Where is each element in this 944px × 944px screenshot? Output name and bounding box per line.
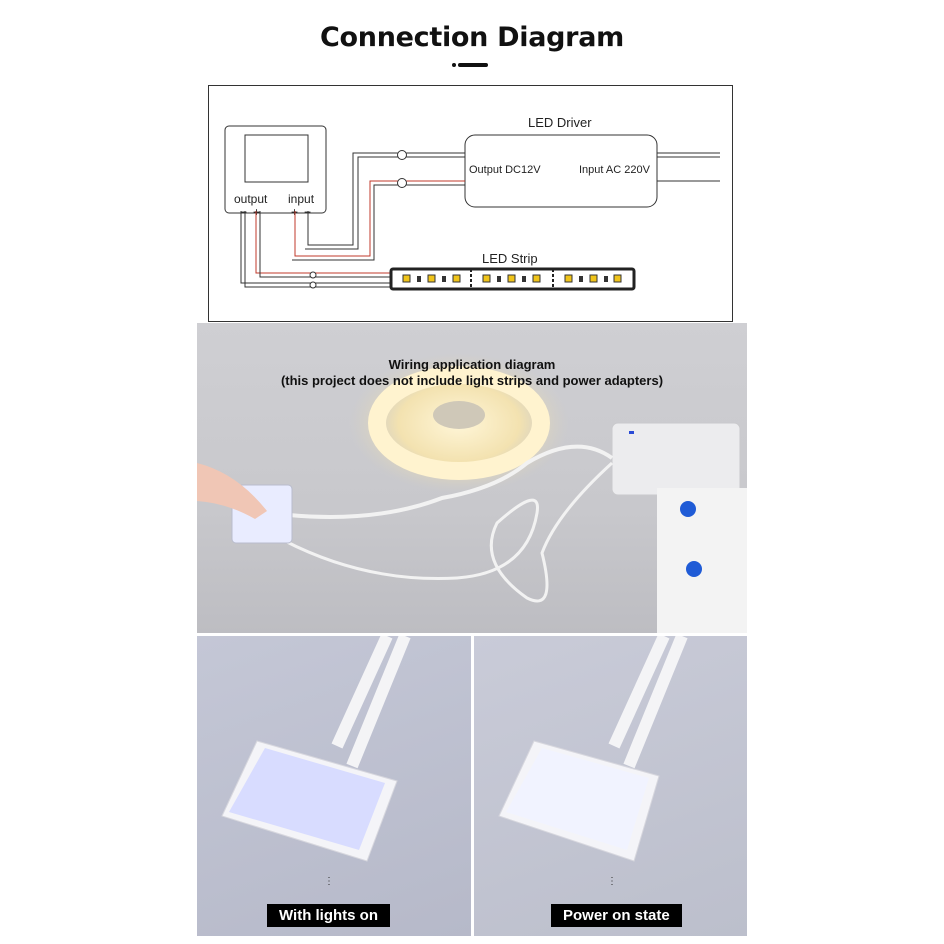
- socket-switch: [686, 561, 702, 577]
- cable: [608, 636, 670, 749]
- finger: [197, 463, 267, 519]
- socket-switch: [680, 501, 696, 517]
- led-strip: [389, 267, 636, 291]
- dc-negative-wire: [307, 152, 465, 246]
- cable: [331, 636, 393, 749]
- output-minus-label: −: [240, 205, 247, 219]
- touch-switch-panel-lit: [229, 748, 385, 850]
- touch-switch-panel: [506, 748, 649, 850]
- wall-socket: [657, 488, 747, 633]
- title-underline-bar: [458, 63, 488, 67]
- lights-on-label: With lights on: [267, 904, 391, 927]
- wiring-application-photo: Wiring application diagram (this project…: [197, 323, 747, 633]
- application-caption-line1: Wiring application diagram: [388, 357, 556, 372]
- power-on-illustration: ⋮: [498, 636, 688, 887]
- output-negative-wire: [240, 211, 393, 284]
- wire-connector: [309, 271, 317, 279]
- wire-connector: [397, 178, 407, 188]
- output-negative-wire: [244, 211, 393, 288]
- title-underline-dot: [452, 63, 456, 67]
- application-caption-line2: (this project does not include light str…: [280, 373, 664, 388]
- cable: [346, 636, 411, 769]
- strip-cable: [288, 444, 614, 519]
- lights-on-photo: ⋮ With lights on: [197, 636, 471, 936]
- dc-negative-wire: [305, 156, 465, 250]
- led-driver-box: [464, 134, 658, 208]
- led-strip-coil: [368, 366, 550, 480]
- power-on-label: Power on state: [551, 904, 682, 927]
- title-underline: [452, 63, 488, 67]
- coil-center: [433, 401, 485, 429]
- application-illustration: [197, 353, 747, 633]
- driver-output-label: Output DC12V: [469, 164, 541, 176]
- wire-connector: [397, 150, 407, 160]
- page-title: Connection Diagram: [320, 22, 624, 53]
- wire-connector: [309, 281, 317, 289]
- output-positive-wire: [255, 211, 393, 274]
- adapter-indicator-light: [629, 431, 634, 434]
- arrow-indicator: ⋮: [324, 876, 334, 887]
- switch-output-label: output: [234, 192, 268, 206]
- adapter-cable: [284, 461, 614, 603]
- power-on-photo: ⋮ Power on state: [474, 636, 747, 936]
- output-plus-label: +: [253, 205, 260, 219]
- output-positive-wire: [259, 211, 393, 278]
- led-strip-label: LED Strip: [482, 251, 538, 266]
- touch-switch-panel: [244, 134, 309, 183]
- cable: [623, 636, 688, 769]
- lights-on-illustration: ⋮: [221, 636, 411, 887]
- connection-diagram: output input − + + − LED Driver Output D…: [224, 115, 720, 291]
- arrow-indicator: ⋮: [607, 876, 617, 887]
- driver-input-label: Input AC 220V: [579, 164, 651, 176]
- dc-positive-wire: [292, 184, 465, 261]
- led-driver-label: LED Driver: [528, 115, 592, 130]
- switch-input-label: input: [288, 192, 315, 206]
